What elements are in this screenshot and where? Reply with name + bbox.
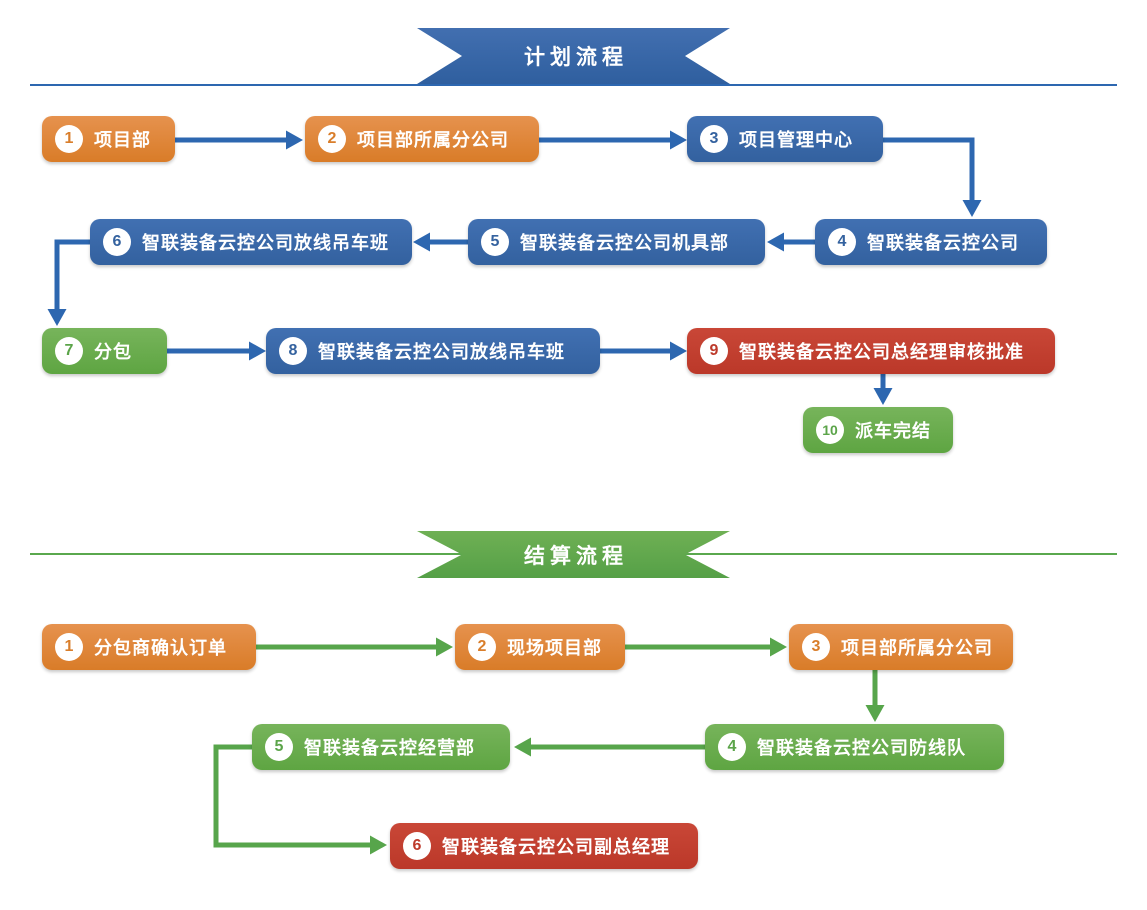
step-number-badge: 1	[55, 125, 83, 153]
step-number-badge: 6	[103, 228, 131, 256]
settlement-banner-ribbon: 结算流程	[417, 531, 730, 578]
flow-node-settlement-4: 4 智联装备云控公司防线队	[705, 724, 1004, 770]
plan-banner-label: 计划流程	[524, 46, 628, 69]
connector-arrowhead	[865, 705, 885, 722]
flow-node-plan-2: 2 项目部所属分公司	[305, 116, 539, 162]
flow-node-plan-3: 3 项目管理中心	[687, 116, 883, 162]
connector-arrowhead	[436, 637, 453, 657]
step-number-badge: 2	[468, 633, 496, 661]
connector-arrowhead	[670, 130, 687, 150]
connector-arrowhead	[47, 309, 67, 326]
step-number-badge: 9	[700, 337, 728, 365]
step-label: 智联装备云控公司放线吊车班	[318, 342, 565, 362]
connector-arrowhead	[962, 200, 982, 217]
step-number-badge: 5	[265, 733, 293, 761]
step-label: 分包商确认订单	[94, 638, 227, 658]
connector-arrowhead	[286, 130, 303, 150]
step-label: 智联装备云控公司副总经理	[442, 837, 670, 857]
flow-node-settlement-5: 5 智联装备云控经营部	[252, 724, 510, 770]
connector-arrowhead	[370, 835, 387, 855]
flow-node-plan-10: 10 派车完结	[803, 407, 953, 453]
flow-node-plan-1: 1 项目部	[42, 116, 175, 162]
step-number-badge: 4	[718, 733, 746, 761]
plan-banner-ribbon: 计划流程	[417, 28, 730, 84]
step-label: 智联装备云控公司防线队	[757, 738, 966, 758]
connector-arrowhead	[670, 341, 687, 361]
connector-line	[54, 239, 90, 311]
step-label: 项目部	[94, 130, 151, 150]
step-label: 现场项目部	[507, 638, 602, 658]
step-number-badge: 3	[700, 125, 728, 153]
flow-node-settlement-2: 2 现场项目部	[455, 624, 625, 670]
step-number-badge: 4	[828, 228, 856, 256]
step-number-badge: 1	[55, 633, 83, 661]
flow-node-plan-4: 4 智联装备云控公司	[815, 219, 1047, 265]
connector-arrowhead	[767, 232, 784, 252]
connector-arrowhead	[873, 388, 893, 405]
step-label: 分包	[94, 342, 132, 362]
connector-arrowhead	[514, 737, 531, 757]
connector-line	[213, 744, 371, 848]
step-label: 智联装备云控经营部	[304, 738, 475, 758]
flow-node-plan-8: 8 智联装备云控公司放线吊车班	[266, 328, 600, 374]
flow-node-settlement-1: 1 分包商确认订单	[42, 624, 256, 670]
flow-node-plan-7: 7 分包	[42, 328, 167, 374]
flow-node-settlement-3: 3 项目部所属分公司	[789, 624, 1013, 670]
settlement-banner-label: 结算流程	[524, 544, 628, 568]
connector-arrowhead	[770, 637, 787, 657]
step-number-badge: 5	[481, 228, 509, 256]
flow-node-plan-9: 9 智联装备云控公司总经理审核批准	[687, 328, 1055, 374]
step-number-badge: 7	[55, 337, 83, 365]
connector-arrowhead	[413, 232, 430, 252]
step-number-badge: 10	[816, 416, 844, 444]
flow-node-settlement-6: 6 智联装备云控公司副总经理	[390, 823, 698, 869]
step-label: 项目部所属分公司	[357, 130, 509, 150]
step-label: 智联装备云控公司放线吊车班	[142, 233, 389, 253]
step-label: 派车完结	[855, 421, 931, 441]
flow-node-plan-6: 6 智联装备云控公司放线吊车班	[90, 219, 412, 265]
connector-arrowhead	[249, 341, 266, 361]
step-label: 智联装备云控公司总经理审核批准	[739, 342, 1024, 362]
step-number-badge: 8	[279, 337, 307, 365]
step-label: 项目管理中心	[739, 130, 853, 150]
step-label: 智联装备云控公司机具部	[520, 233, 729, 253]
connector-line	[883, 137, 975, 201]
step-number-badge: 2	[318, 125, 346, 153]
step-number-badge: 6	[403, 832, 431, 860]
step-label: 项目部所属分公司	[841, 638, 993, 658]
step-number-badge: 3	[802, 633, 830, 661]
step-label: 智联装备云控公司	[867, 233, 1019, 253]
flow-node-plan-5: 5 智联装备云控公司机具部	[468, 219, 765, 265]
plan-divider-line	[30, 84, 1117, 86]
